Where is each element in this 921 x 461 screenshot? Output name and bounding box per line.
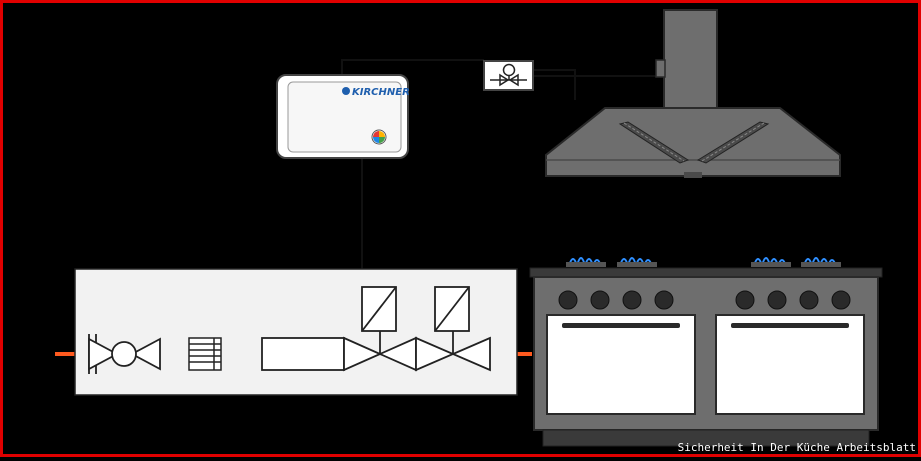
control-unit: KIRCHNER (276, 74, 410, 159)
caption: Sicherheit In Der Küche Arbeitsblatt (678, 441, 916, 454)
oven-door-left (546, 314, 696, 415)
brand-logo-icon (342, 87, 350, 95)
status-badge-icon (371, 129, 387, 145)
solenoid-valve-icon (415, 286, 491, 372)
solenoid-valve-icon (343, 286, 417, 372)
burner-flames (568, 257, 837, 267)
oven-door-right (715, 314, 865, 415)
signal-wiring (341, 59, 656, 285)
gas-range (529, 257, 883, 447)
pressure-regulator (261, 337, 345, 371)
flow-sensor-icon (483, 60, 534, 91)
gas-filter-icon (188, 337, 222, 371)
extraction-hood (545, 9, 841, 178)
ball-valve-icon (88, 334, 161, 374)
control-knobs (558, 290, 851, 310)
brand-label: KIRCHNER (352, 87, 410, 98)
